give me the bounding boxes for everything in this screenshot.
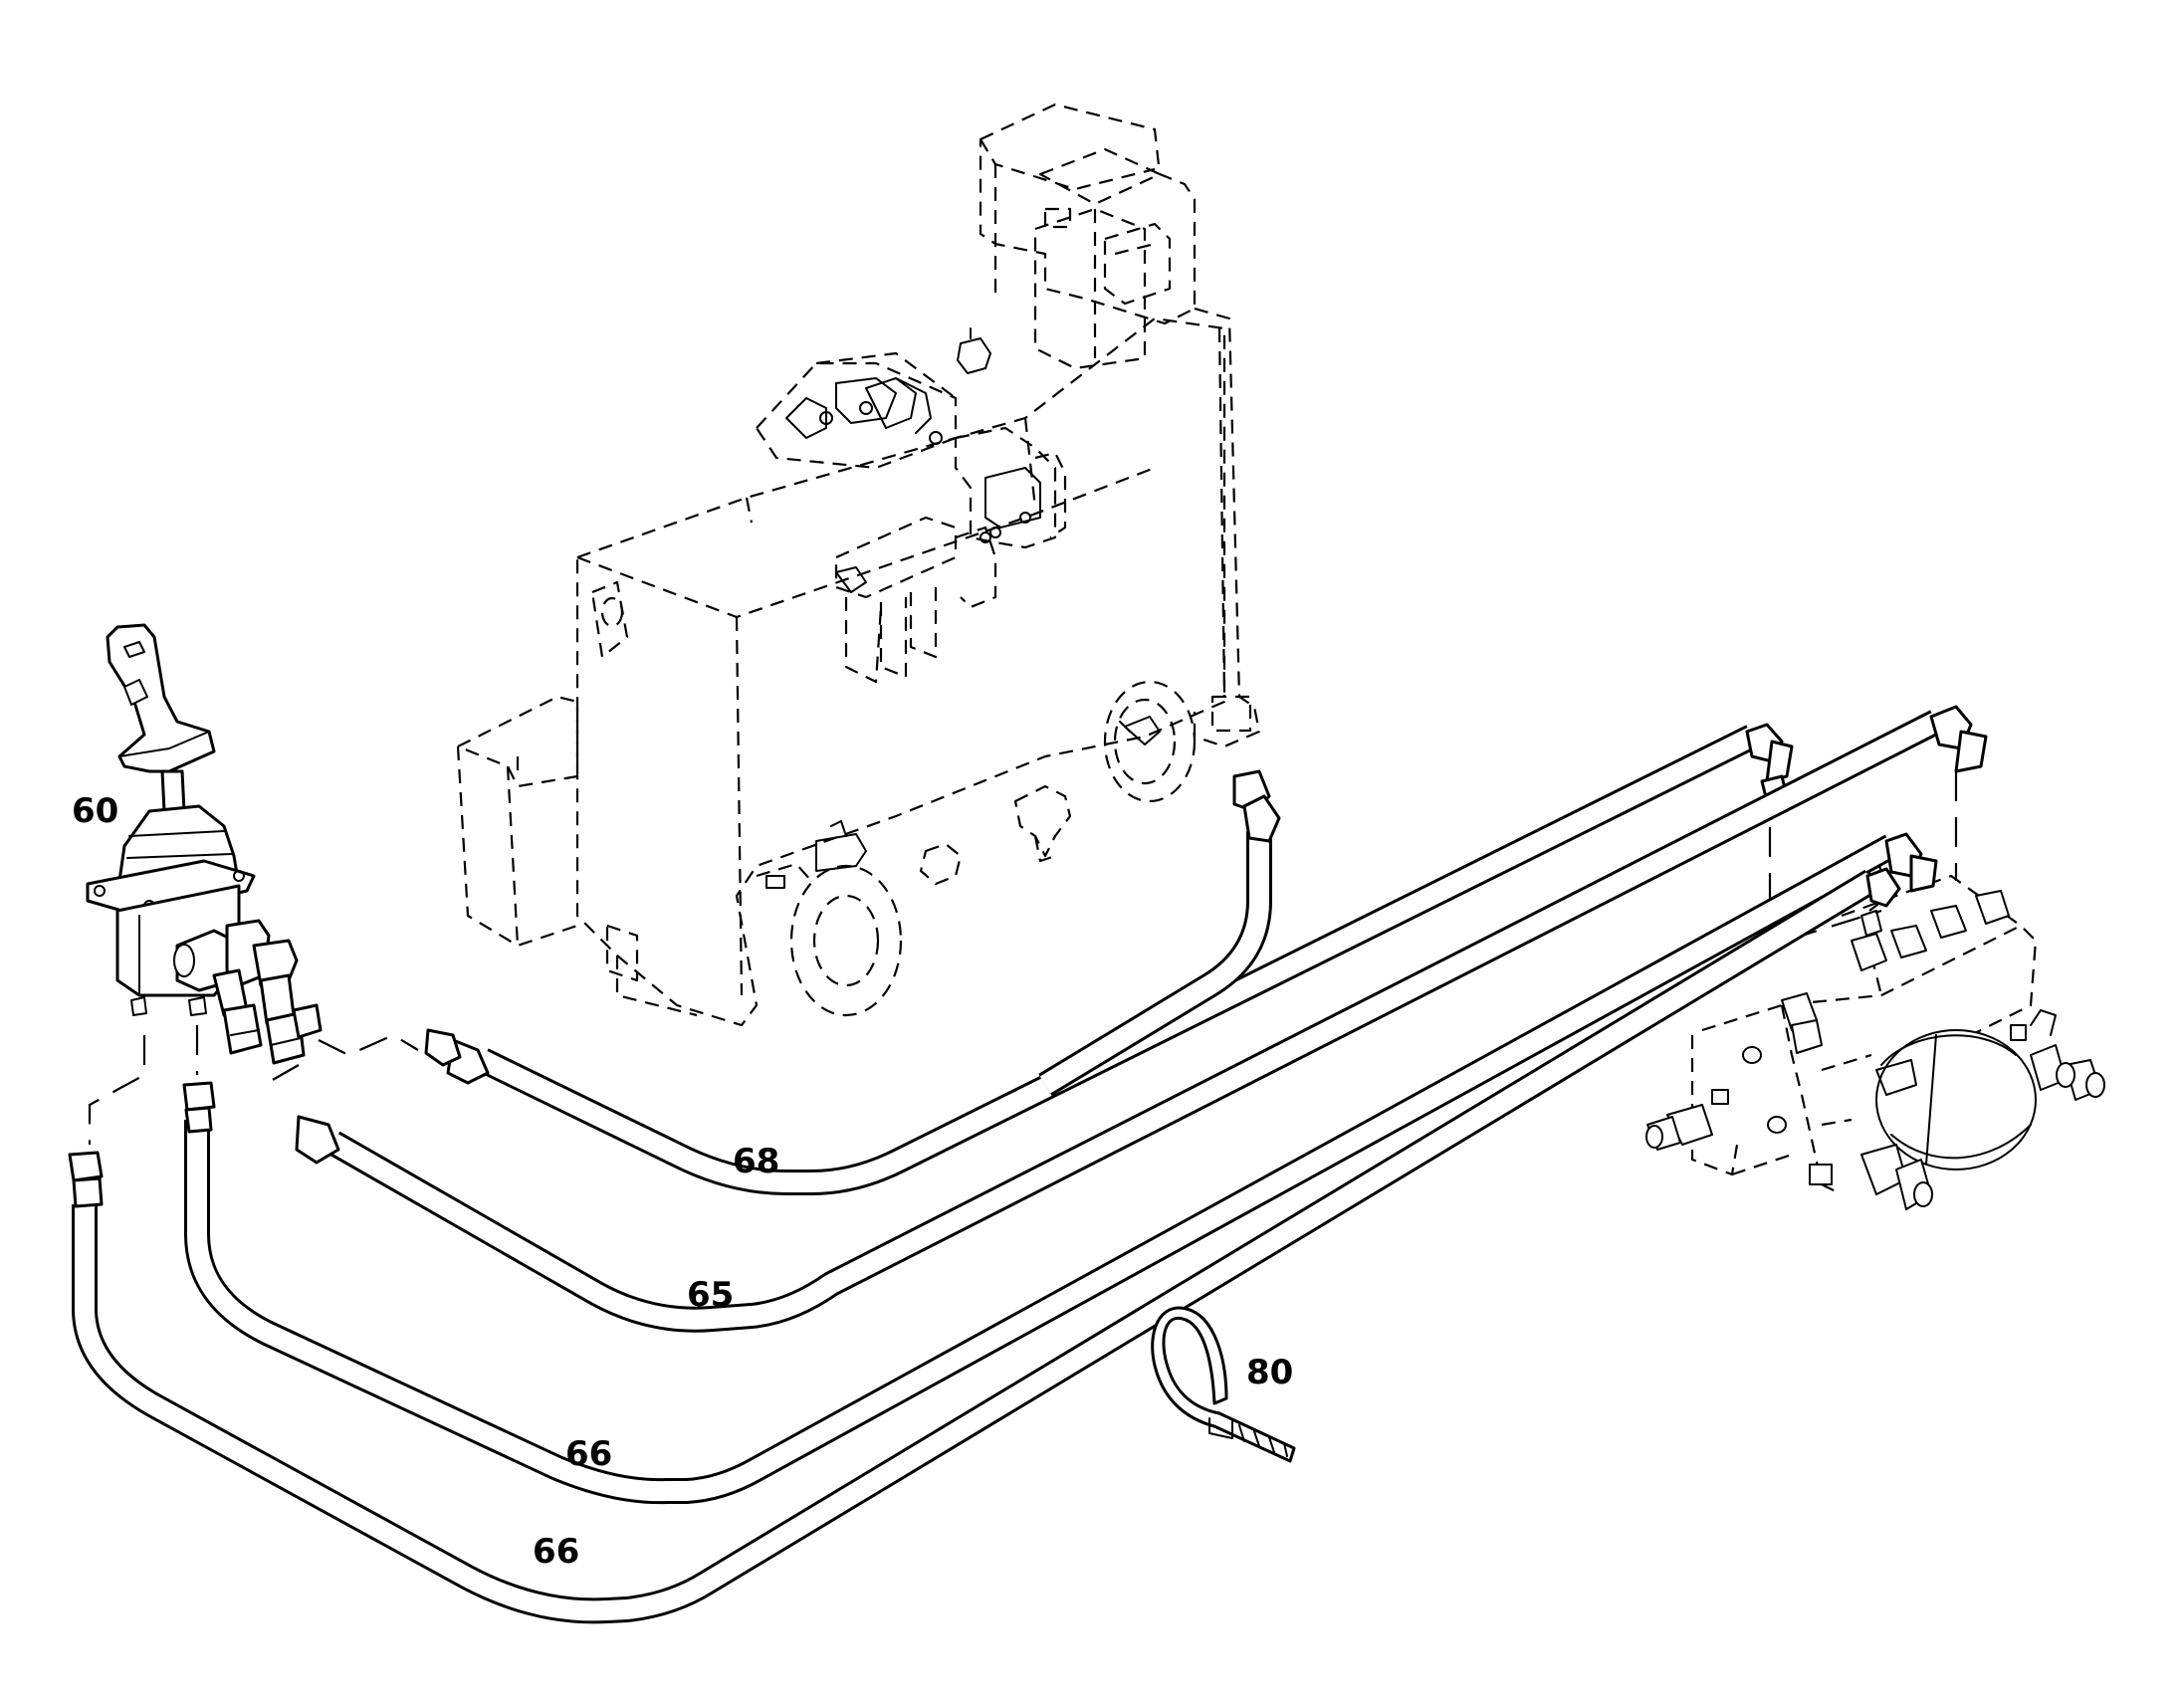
- cable-tie: [1151, 1306, 1296, 1463]
- callout-60: 60: [72, 791, 118, 831]
- callout-66-upper: 66: [565, 1434, 612, 1474]
- callout-80: 80: [1246, 1353, 1293, 1392]
- control-valve-block: [1645, 874, 2105, 1210]
- joystick-mounting-plate: [86, 859, 256, 918]
- hose-68: [424, 723, 1794, 1195]
- joystick-assembly: [86, 623, 323, 1065]
- joystick-grip: [106, 623, 216, 773]
- hose-to-pump: [1038, 769, 1281, 1097]
- engine-assembly-phantom: [456, 103, 1261, 1027]
- hose-66-upper: [182, 832, 1938, 1505]
- callout-68: 68: [733, 1142, 779, 1181]
- hose-65: [295, 705, 1988, 1333]
- hose-66-lower: [68, 867, 1901, 1624]
- callout-66-lower: 66: [533, 1532, 579, 1572]
- callout-65: 65: [687, 1275, 734, 1315]
